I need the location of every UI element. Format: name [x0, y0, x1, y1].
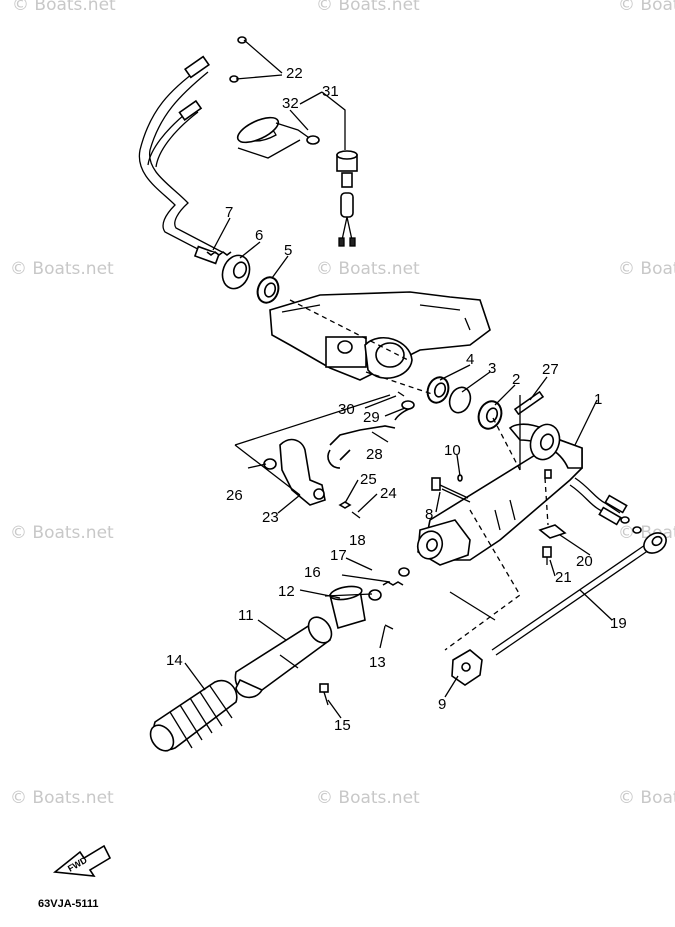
- callout-10: 10: [444, 442, 461, 459]
- throttle-grip: [149, 679, 238, 752]
- callout-16: 16: [304, 564, 321, 581]
- fwd-indicator: FWD: [52, 844, 112, 877]
- callout-2: 2: [512, 371, 520, 388]
- callout-6: 6: [255, 227, 263, 244]
- callout-5: 5: [284, 242, 292, 259]
- callout-25: 25: [360, 471, 377, 488]
- watermarks: © Boats.net © Boats.net © Boats.net © Bo…: [10, 0, 675, 808]
- watermark: © Boats.net: [618, 0, 675, 15]
- callout-4: 4: [466, 351, 474, 368]
- callout-21: 21: [555, 569, 572, 586]
- callout-12: 12: [278, 583, 295, 600]
- callout-27: 27: [542, 361, 559, 378]
- callout-17: 17: [330, 547, 347, 564]
- callout-11: 11: [238, 607, 254, 624]
- diagram-code: 63VJA-5111: [38, 898, 99, 910]
- stop-switch-cables: [138, 36, 247, 265]
- callout-26: 26: [226, 487, 243, 504]
- callout-32: 32: [282, 95, 299, 112]
- callout-24: 24: [380, 485, 397, 502]
- throttle-shaft: [491, 532, 667, 656]
- stop-switch-assembly: [236, 116, 358, 247]
- callout-31: 31: [322, 83, 339, 100]
- steering-handle-bracket: [416, 423, 583, 566]
- callout-15: 15: [334, 717, 351, 734]
- watermark: © Boats.net: [10, 523, 114, 543]
- callout-18: 18: [349, 532, 366, 549]
- shaft-clip: [451, 649, 483, 686]
- watermark: © Boats.net: [618, 259, 675, 279]
- leader-lines: [184, 39, 613, 719]
- callout-8: 8: [425, 506, 433, 523]
- friction-washers: [426, 376, 545, 430]
- cable-plate: [538, 524, 567, 565]
- callout-14: 14: [166, 652, 183, 669]
- callout-19: 19: [610, 615, 627, 632]
- watermark: © Boats.net: [10, 259, 114, 279]
- watermark: © Boats.net: [316, 0, 420, 15]
- tiller-handle: [234, 585, 394, 706]
- watermark: © Boats.net: [316, 788, 420, 808]
- callout-labels: 1 2 3 4 5 6 7 8 9 10 11 12 13 14 15 16 1…: [166, 65, 627, 734]
- callout-3: 3: [488, 360, 496, 377]
- watermark: © Boats.net: [12, 0, 116, 15]
- steering-bracket-housing: [269, 291, 491, 381]
- watermark: © Boats.net: [10, 788, 114, 808]
- callout-28: 28: [366, 446, 383, 463]
- callout-1: 1: [594, 391, 602, 408]
- callout-9: 9: [438, 696, 446, 713]
- throttle-adjuster: [368, 567, 410, 601]
- callout-13: 13: [369, 654, 386, 671]
- upper-seals: [206, 251, 280, 304]
- callout-30: 30: [338, 401, 355, 418]
- throttle-lever: [263, 391, 415, 519]
- watermark: © Boats.net: [618, 788, 675, 808]
- throttle-cables: [569, 477, 642, 534]
- callout-20: 20: [576, 553, 593, 570]
- callout-22: 22: [286, 65, 303, 82]
- watermark: © Boats.net: [316, 259, 420, 279]
- callout-7: 7: [225, 204, 233, 221]
- callout-29: 29: [363, 409, 380, 426]
- callout-23: 23: [262, 509, 279, 526]
